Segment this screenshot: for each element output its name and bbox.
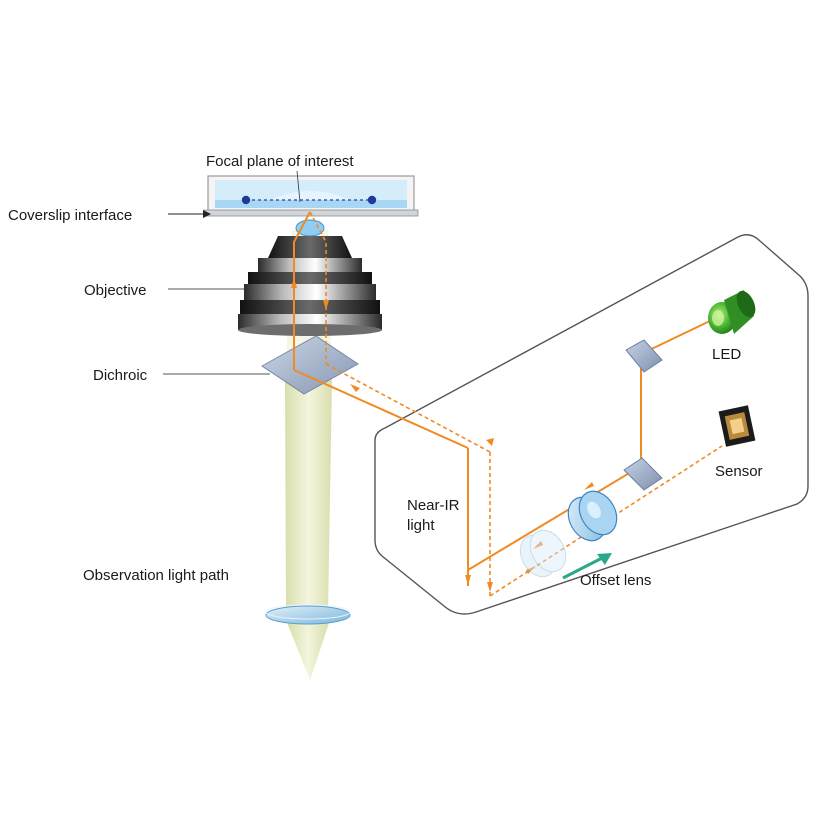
observation-label: Observation light path: [83, 567, 229, 584]
dichroic-label: Dichroic: [93, 367, 148, 384]
laser-path-return: [309, 211, 723, 597]
led-fold-mirror: [625, 339, 663, 373]
offset-lens-arrowhead: [597, 553, 612, 565]
near-ir-label-line2: light: [407, 517, 435, 534]
led-label: LED: [712, 346, 741, 363]
observation-beam-tip: [286, 620, 330, 680]
focal-plane-label: Focal plane of interest: [206, 153, 354, 170]
offset-lens-label: Offset lens: [580, 572, 651, 589]
beam-splitter-mirror: [623, 457, 663, 491]
focal-plane-leader: [296, 170, 301, 203]
tube-lens-rim: [265, 604, 351, 620]
offset-lens-arrow: [562, 554, 607, 580]
dichroic-mirror: [261, 335, 359, 395]
coverslip-holder: [203, 175, 419, 217]
led-source: [708, 290, 756, 334]
autofocus-module-outline: [374, 234, 809, 615]
focal-plane-point-right: [367, 195, 377, 205]
sensor-label: Sensor: [715, 463, 763, 480]
focal-plane-point-left: [241, 195, 251, 205]
offset-lens-ghost: [519, 529, 567, 578]
tube-lens: [265, 605, 351, 625]
objective-lens-assembly: [238, 219, 382, 336]
observation-beam: [285, 380, 332, 612]
sensor-chip: [718, 405, 756, 447]
laser-path-outgoing: [293, 211, 713, 586]
objective-label: Objective: [84, 282, 147, 299]
near-ir-label-line1: Near-IR: [407, 497, 460, 514]
laser-direction-arrows: [291, 278, 594, 592]
coverslip-label: Coverslip interface: [8, 207, 132, 224]
offset-lens: [567, 490, 618, 542]
